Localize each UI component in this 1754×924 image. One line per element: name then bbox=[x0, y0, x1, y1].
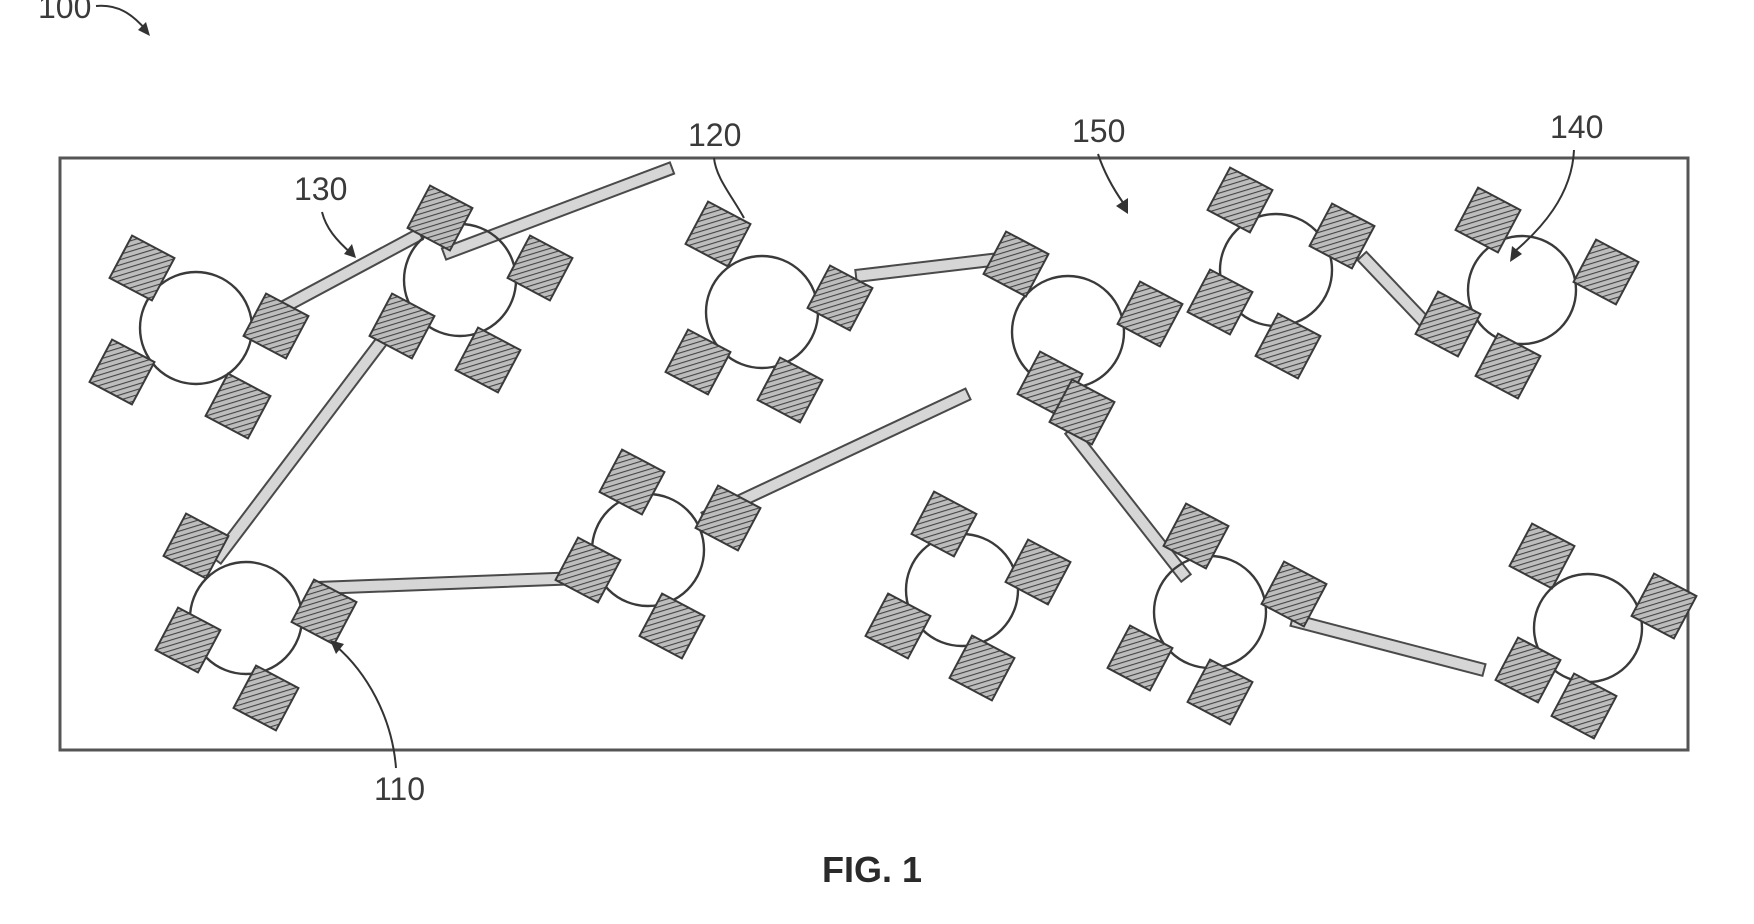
contact-pad bbox=[984, 232, 1049, 297]
contact-pad bbox=[206, 374, 271, 439]
leader-150 bbox=[1098, 154, 1124, 204]
ref-label-140: 140 bbox=[1550, 109, 1603, 145]
contact-pad bbox=[1574, 240, 1639, 305]
contact-pad bbox=[110, 236, 175, 301]
cell-ring bbox=[592, 494, 704, 606]
leader-100 bbox=[96, 6, 146, 30]
arrowhead-130 bbox=[344, 244, 356, 258]
interconnect-link bbox=[1065, 426, 1190, 581]
interconnect-link bbox=[442, 162, 674, 259]
contact-pad bbox=[1188, 270, 1253, 335]
figure-caption: FIG. 1 bbox=[822, 849, 922, 890]
ref-label-110: 110 bbox=[374, 771, 425, 807]
contact-pad bbox=[866, 594, 931, 659]
interconnect-link bbox=[1290, 614, 1485, 676]
contact-pad bbox=[1188, 660, 1253, 725]
contact-pad bbox=[1108, 626, 1173, 691]
contact-pad bbox=[1262, 562, 1327, 627]
contact-pad bbox=[1118, 282, 1183, 347]
contact-pad bbox=[912, 492, 977, 557]
contact-pad bbox=[508, 236, 573, 301]
contact-pad bbox=[1006, 540, 1071, 605]
cell-unit bbox=[984, 232, 1183, 445]
cell-unit bbox=[866, 492, 1071, 701]
contact-pad bbox=[600, 450, 665, 515]
ref-label-120: 120 bbox=[688, 117, 741, 153]
contact-pad bbox=[640, 594, 705, 659]
cell-unit bbox=[90, 236, 309, 439]
cell-array bbox=[90, 168, 1697, 739]
cell-unit bbox=[1496, 524, 1697, 739]
arrowhead-140 bbox=[1510, 246, 1522, 262]
cell-unit bbox=[666, 202, 873, 423]
interconnect-link bbox=[318, 572, 580, 594]
contact-pad bbox=[1416, 292, 1481, 357]
cell-unit bbox=[1108, 504, 1327, 725]
leader-130 bbox=[322, 212, 352, 254]
ref-label-130: 130 bbox=[294, 171, 347, 207]
ref-label-100: 100 bbox=[38, 0, 91, 25]
contact-pad bbox=[1208, 168, 1273, 233]
cell-unit bbox=[556, 450, 761, 659]
interconnect-link bbox=[211, 334, 389, 563]
cell-unit bbox=[1188, 168, 1375, 379]
ref-label-150: 150 bbox=[1072, 113, 1125, 149]
interconnect-link bbox=[855, 252, 1008, 282]
contact-pad bbox=[456, 328, 521, 393]
contact-pad bbox=[666, 330, 731, 395]
contact-pad bbox=[1496, 638, 1561, 703]
contact-pad bbox=[234, 666, 299, 731]
contact-pad bbox=[1456, 188, 1521, 253]
contact-pad bbox=[1552, 674, 1617, 739]
contact-pad bbox=[1256, 314, 1321, 379]
cell-ring bbox=[1468, 236, 1576, 344]
cell-unit bbox=[1416, 188, 1639, 399]
cell-unit bbox=[156, 514, 357, 731]
